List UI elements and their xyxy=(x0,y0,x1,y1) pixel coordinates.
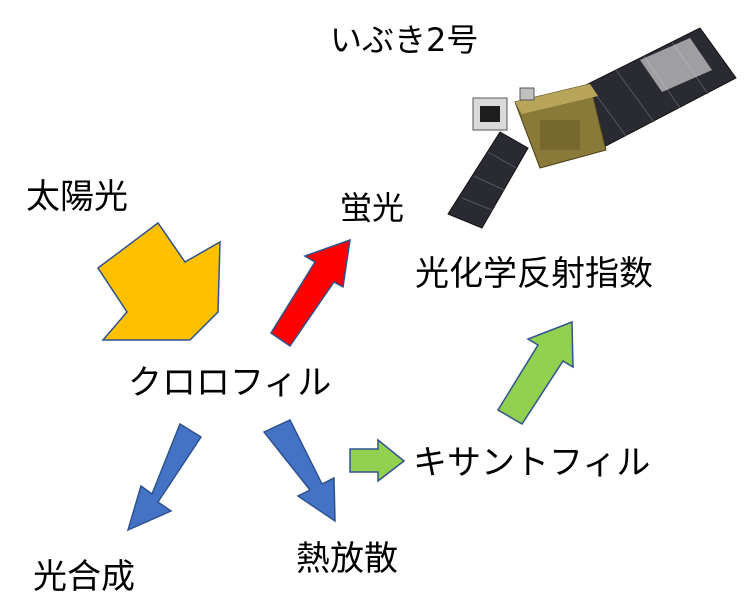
satellite-icon xyxy=(447,27,737,229)
pri-arrow xyxy=(496,320,574,426)
xanthophyll-arrow xyxy=(349,438,406,483)
fluorescence-arrow xyxy=(269,238,351,348)
label-xanthophyll: キサントフィル xyxy=(413,443,651,483)
photosynthesis-arrow xyxy=(126,422,203,532)
label-chlorophyll: クロロフィル xyxy=(128,363,332,403)
label-sunlight: 太陽光 xyxy=(26,177,128,217)
diagram-title: いぶき2号 xyxy=(330,21,479,59)
label-fluorescence: 蛍光 xyxy=(340,189,405,227)
sunlight-arrow xyxy=(96,221,221,341)
label-pri: 光化学反射指数 xyxy=(415,254,653,294)
label-heat-dissipation: 熱放散 xyxy=(296,539,398,579)
heat-arrow xyxy=(262,419,336,523)
label-photosynthesis: 光合成 xyxy=(33,557,135,597)
